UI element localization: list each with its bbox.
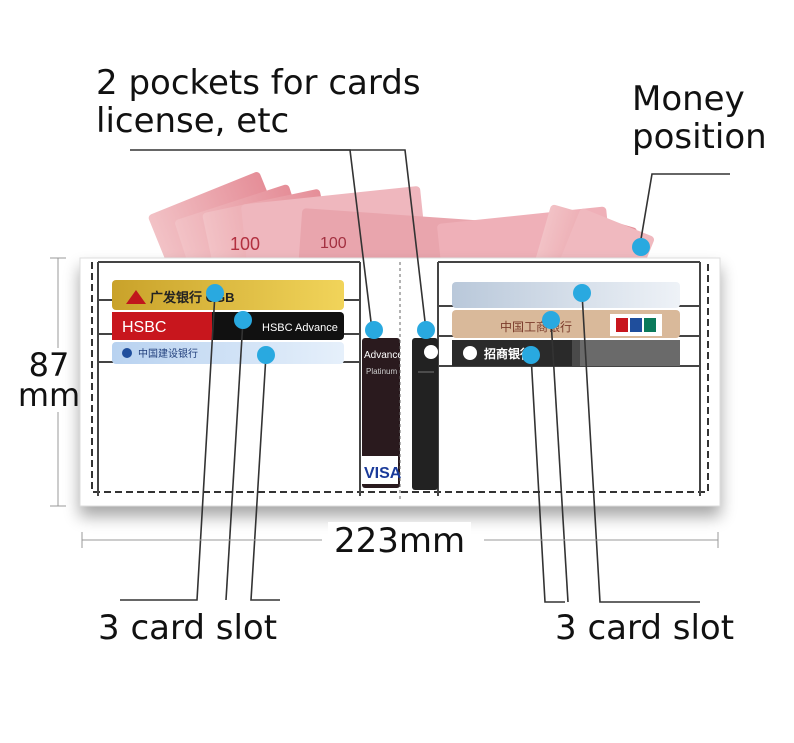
height-unit: mm (17, 376, 81, 414)
dimension-width (81, 532, 719, 548)
marker-pocket-right (417, 321, 435, 339)
svg-text:100: 100 (230, 234, 260, 254)
left-card-slot-label: 3 card slot (98, 608, 278, 648)
dimension-height (50, 257, 66, 507)
svg-text:100: 100 (320, 235, 347, 252)
height-value: 87 (28, 346, 70, 384)
stitching (91, 262, 709, 493)
center-card-brand: VISA (364, 465, 402, 482)
marker-right-top (573, 284, 591, 302)
marker-left-top (206, 284, 224, 302)
marker-right-mid (542, 311, 560, 329)
card-left-bottom-text: 中国建设银行 (138, 347, 198, 360)
right-card-slot-label: 3 card slot (555, 608, 735, 648)
marker-right-bottom (522, 346, 540, 364)
callout-lines (120, 149, 730, 603)
marker-left-bottom (257, 346, 275, 364)
card-right-mid-text: 中国工商银行 (500, 319, 572, 334)
pockets-label: 2 pockets for cards license, etc (96, 64, 421, 140)
center-card-text-b: Platinum (366, 367, 397, 376)
pockets-label-line1: 2 pockets for cards (96, 63, 421, 103)
money-label-line2: position (632, 117, 767, 157)
center-cards: Advance Platinum VISA (362, 262, 438, 500)
pockets-label-line2: license, etc (96, 101, 290, 141)
right-cards: 中国工商银行 招商银行 (452, 282, 680, 366)
card-right-bottom-text: 招商银行 (484, 346, 532, 361)
marker-left-mid (234, 311, 252, 329)
card-left-mid-text: HSBC Advance (262, 322, 338, 334)
card-left-mid-brand: HSBC (122, 319, 166, 336)
left-cards: 广发银行 CGB HSBC HSBC Advance 中国建设银行 (112, 280, 344, 364)
height-dimension-label: 87 mm (14, 346, 84, 414)
center-card-text-a: Advance (364, 350, 403, 361)
marker-money (632, 238, 650, 256)
marker-pocket-left (365, 321, 383, 339)
money-position-label: Money position (632, 80, 767, 156)
money-label-line1: Money (632, 79, 745, 119)
callout-markers (206, 238, 650, 364)
width-dimension-label: 223mm (328, 522, 472, 560)
